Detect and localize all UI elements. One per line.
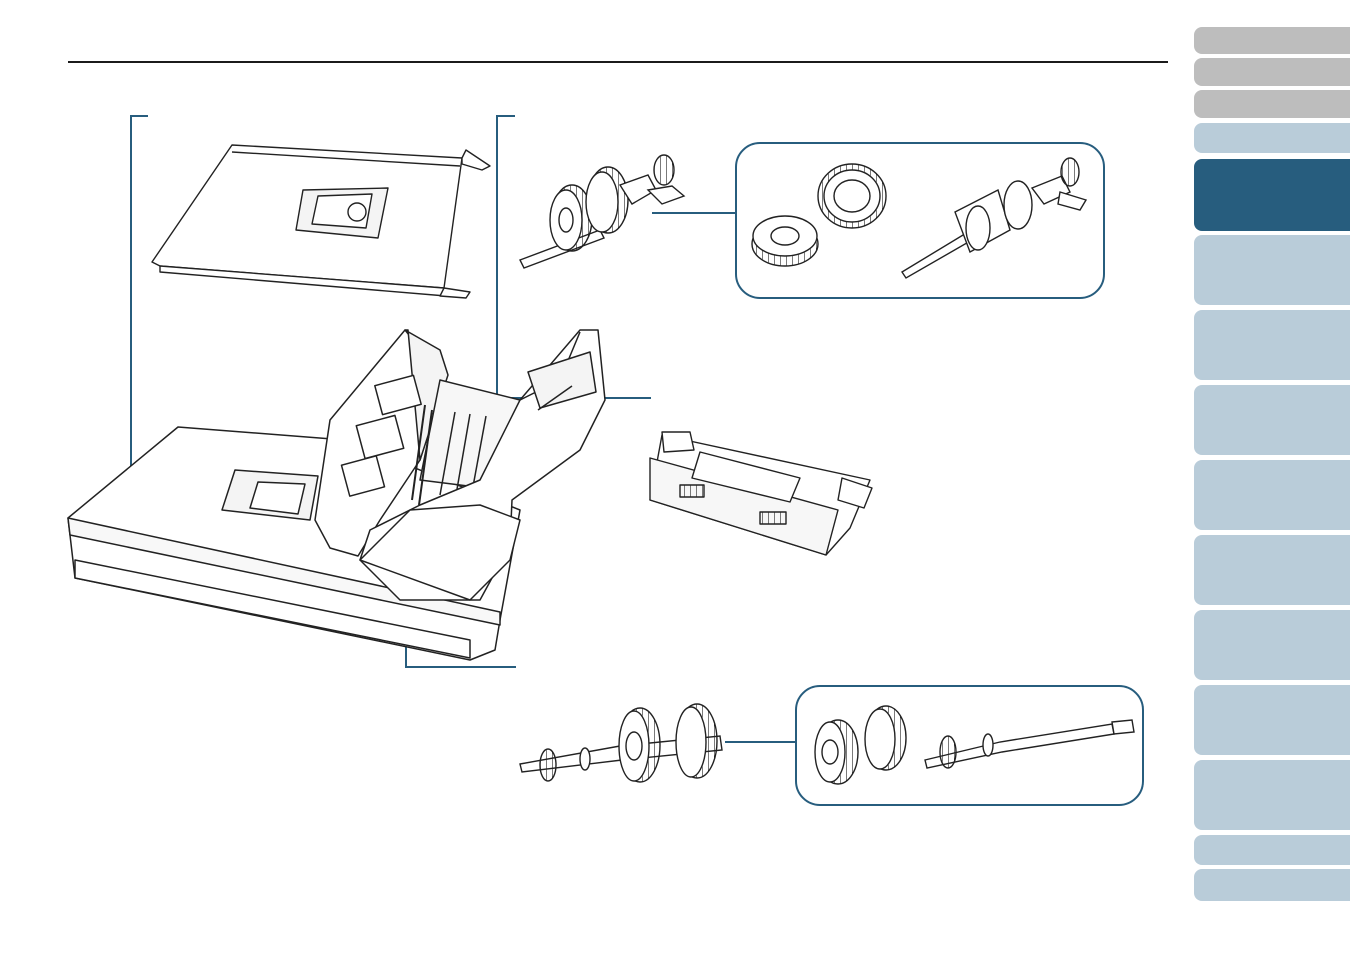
nav-tab-5[interactable] (1194, 159, 1350, 231)
brake-roller-exploded-drawing (815, 706, 1134, 784)
nav-tab-9[interactable] (1194, 460, 1350, 530)
pick-roller-drawing (520, 155, 684, 268)
nav-tab-13[interactable] (1194, 760, 1350, 830)
brake-roller-drawing (520, 704, 722, 782)
paper-chute-drawing (650, 432, 872, 555)
nav-tab-2[interactable] (1194, 58, 1350, 86)
scanner-body-drawing (68, 330, 605, 660)
nav-tab-7[interactable] (1194, 310, 1350, 380)
nav-tab-8[interactable] (1194, 385, 1350, 455)
nav-tab-12[interactable] (1194, 685, 1350, 755)
scanner-parts-illustration (0, 0, 1190, 954)
pick-roller-exploded-drawing (752, 158, 1086, 278)
callout-document-cover (131, 116, 148, 495)
nav-tab-1[interactable] (1194, 27, 1350, 54)
nav-tab-15[interactable] (1194, 869, 1350, 901)
nav-tab-11[interactable] (1194, 610, 1350, 680)
callout-pick-roller (497, 116, 515, 395)
nav-tab-10[interactable] (1194, 535, 1350, 605)
nav-tab-6[interactable] (1194, 235, 1350, 305)
nav-tab-4[interactable] (1194, 123, 1350, 153)
nav-tab-14[interactable] (1194, 835, 1350, 865)
nav-tab-3[interactable] (1194, 90, 1350, 118)
document-cover-drawing (152, 145, 490, 298)
